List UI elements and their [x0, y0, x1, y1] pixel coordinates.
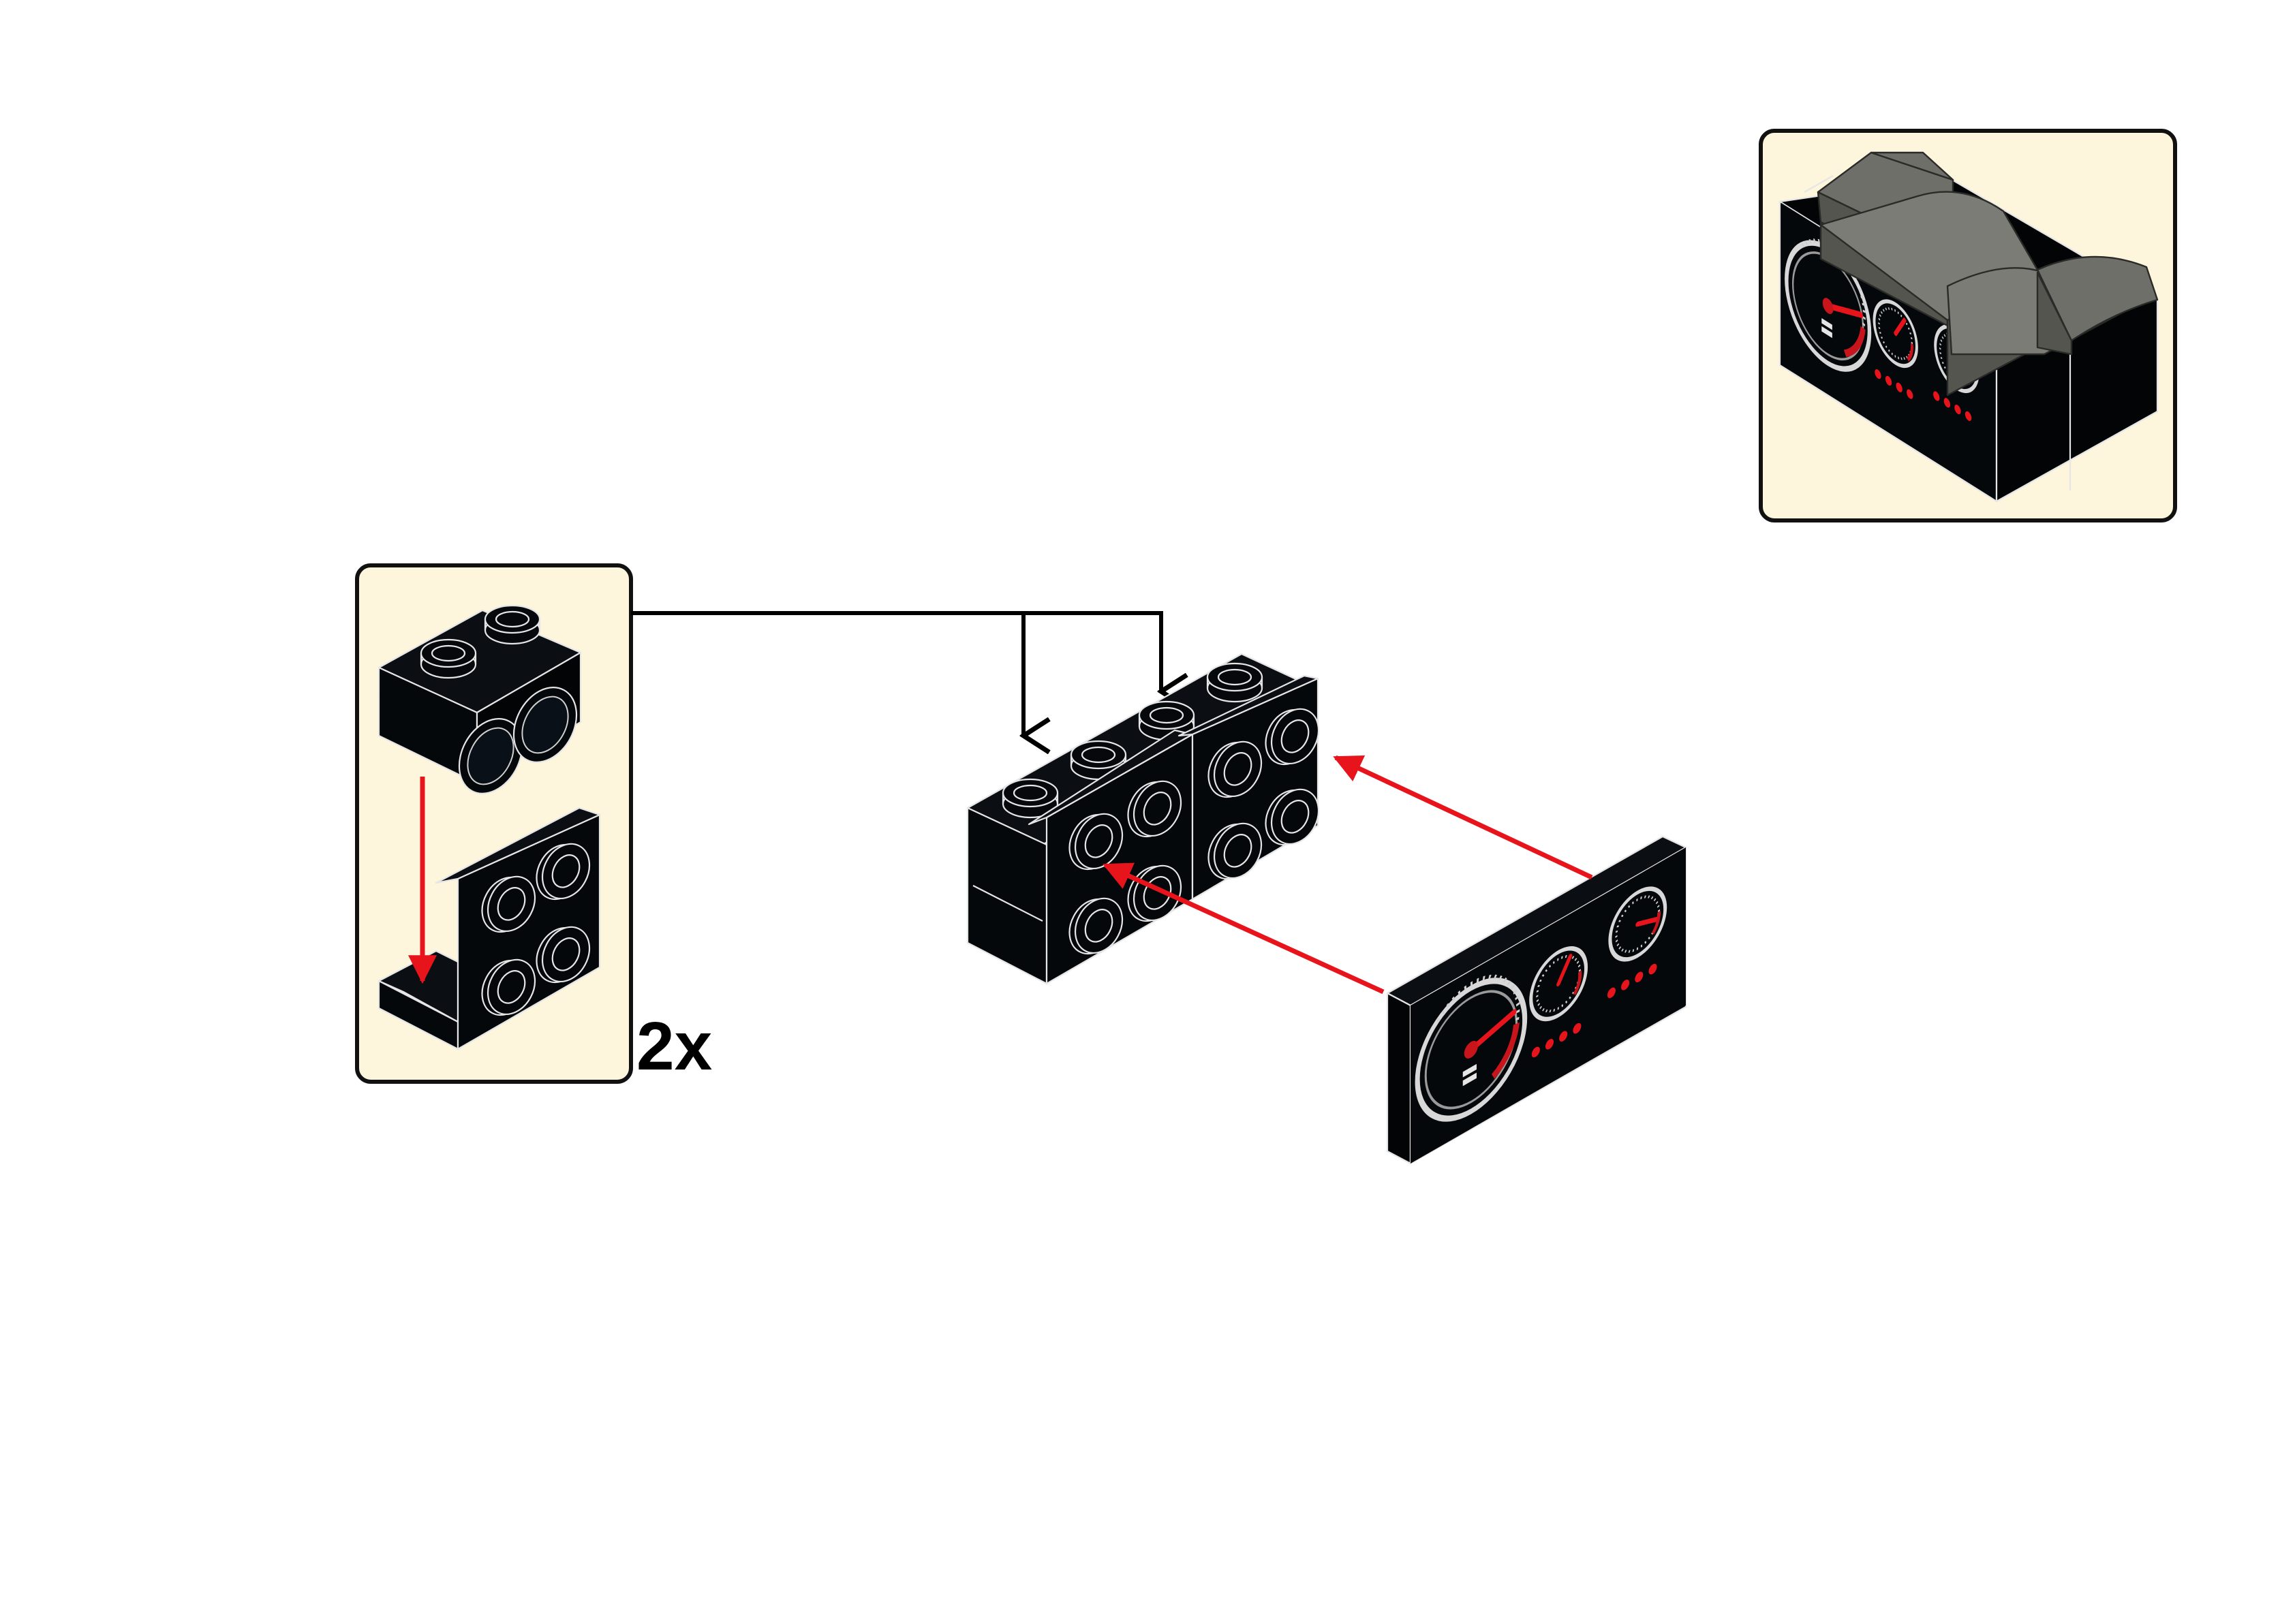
brick-1x2-with-holes-icon: [378, 604, 582, 794]
connector-line: [631, 611, 1163, 681]
main-assembly: [966, 653, 1329, 985]
bracket-1x2-2x2-icon: [378, 807, 601, 1050]
callout-connector: [631, 611, 1163, 736]
dashboard-preview-icon: [1780, 151, 2159, 503]
finished-model-preview: [1759, 129, 2177, 522]
quantity-label: 2x: [636, 1008, 712, 1084]
red-arrow-icon: [1333, 755, 1593, 880]
tile-2x4-gauges-icon: [1411, 847, 1686, 1164]
sub-assembly-callout: [355, 563, 633, 1084]
red-arrow-icon: [1103, 862, 1385, 995]
dashboard-tile: [1386, 835, 1686, 1164]
